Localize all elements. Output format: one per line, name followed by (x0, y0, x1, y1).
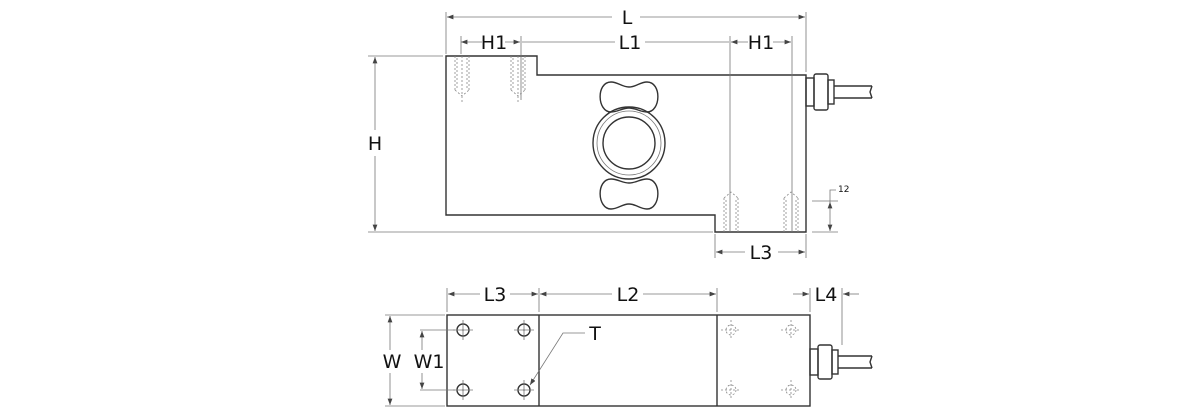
threaded-holes-top (454, 56, 526, 102)
dimension-lines (368, 12, 838, 258)
dim-label-T: T (588, 323, 601, 345)
cable-gland (805, 73, 873, 111)
dim-label-L4: L4 (815, 284, 838, 306)
side-view: L H1 L1 H1 H 12 L3 (368, 7, 873, 264)
dim-label-12: 12 (838, 185, 849, 195)
mounting-holes-right (721, 320, 801, 400)
dim-label-H: H (368, 133, 382, 155)
strain-gauge-pocket-inner (602, 116, 656, 170)
dim-label-L2: L2 (617, 284, 640, 306)
dim-label-H1-right: H1 (748, 32, 774, 54)
strain-gauge-pocket-outer (592, 106, 666, 180)
top-view: L3 L2 L4 W W1 T (383, 284, 873, 407)
lower-slot (599, 178, 659, 210)
cable-gland-top (809, 344, 873, 380)
dim-label-W: W (383, 351, 402, 373)
section-dividers (538, 315, 718, 406)
threaded-holes-bottom (723, 191, 799, 232)
dim-label-L3-top: L3 (484, 284, 507, 306)
mounting-holes-left (453, 320, 534, 400)
load-cell-body-outline (445, 55, 807, 233)
dimension-lines-top (385, 288, 859, 406)
load-cell-top-outline (446, 314, 811, 407)
dim-label-L1: L1 (619, 32, 642, 54)
dim-label-W1: W1 (414, 351, 445, 373)
dim-label-L: L (622, 7, 633, 29)
dim-label-L3-side: L3 (750, 242, 773, 264)
strain-gauge-pocket-ring (596, 110, 662, 176)
dim-label-H1-left: H1 (481, 32, 507, 54)
